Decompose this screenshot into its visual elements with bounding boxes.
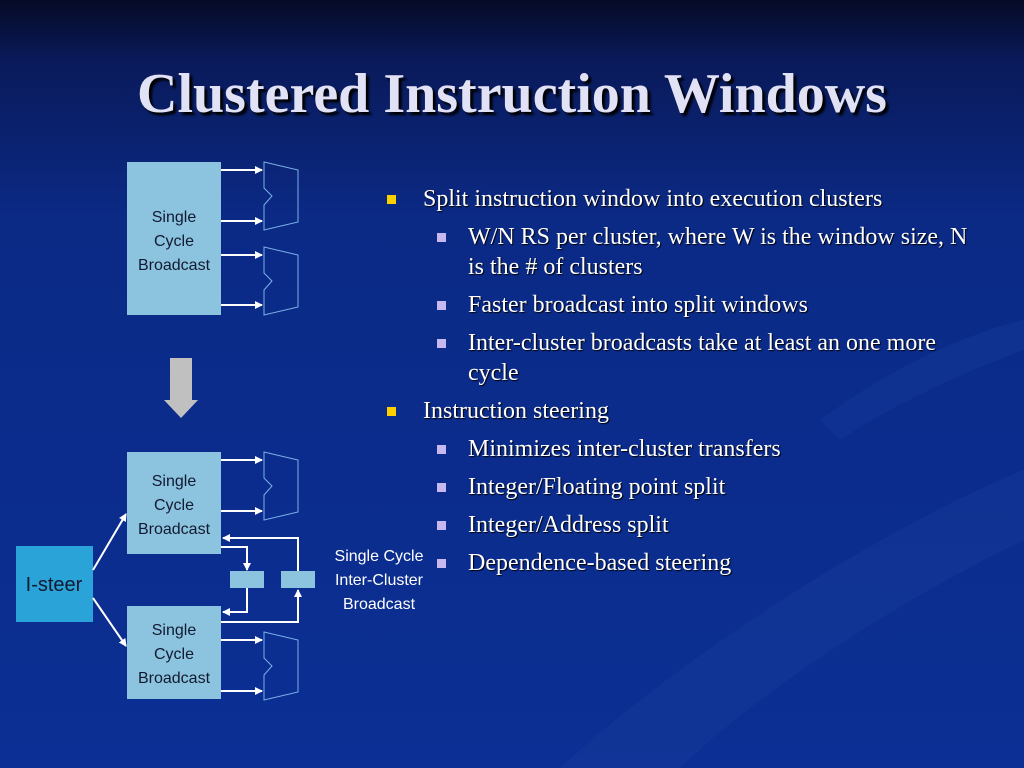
sub-bullet-item: Inter-cluster broadcasts take at least a…: [385, 328, 985, 388]
bullet-square-icon: [437, 521, 446, 530]
bullet-square-icon: [437, 339, 446, 348]
down-arrow-icon: [164, 358, 198, 418]
sub-bullet-item: W/N RS per cluster, where W is the windo…: [385, 222, 985, 282]
bullet-square-icon: [437, 559, 446, 568]
svg-text:Single: Single: [152, 209, 197, 226]
i-steer-box: I-steer: [16, 546, 93, 622]
sub-bullet-item: Minimizes inter-cluster transfers: [385, 434, 985, 464]
sub-bullet-item: Faster broadcast into split windows: [385, 290, 985, 320]
svg-text:Cycle: Cycle: [154, 646, 194, 663]
slide-title: Clustered Instruction Windows: [137, 63, 887, 125]
sub-bullet-item: Integer/Floating point split: [385, 472, 985, 502]
single-cycle-broadcast-box: Single Cycle Broadcast: [127, 162, 221, 315]
svg-text:Single Cycle: Single Cycle: [335, 548, 424, 565]
sub-bullet-item: Dependence-based steering: [385, 548, 985, 578]
bullet-item: Instruction steering: [385, 396, 985, 426]
svg-text:Single: Single: [152, 622, 197, 639]
alu-icon: [263, 161, 299, 316]
svg-text:Inter-Cluster: Inter-Cluster: [335, 572, 424, 589]
svg-text:Broadcast: Broadcast: [138, 257, 211, 274]
bullet-square-icon: [437, 483, 446, 492]
svg-text:Single: Single: [152, 473, 197, 490]
svg-text:Broadcast: Broadcast: [138, 521, 211, 538]
cluster-1-box: Single Cycle Broadcast: [127, 452, 221, 554]
pipeline-register: [230, 571, 264, 588]
alu-icon: [263, 451, 299, 701]
cluster-2-box: Single Cycle Broadcast: [127, 606, 221, 699]
bullet-square-icon: [437, 233, 446, 242]
bullet-square-icon: [387, 407, 396, 416]
pipeline-register: [281, 571, 315, 588]
bullet-square-icon: [437, 445, 446, 454]
bullet-square-icon: [387, 195, 396, 204]
svg-text:I-steer: I-steer: [26, 574, 83, 596]
inter-cluster-label: Single Cycle Inter-Cluster Broadcast: [335, 548, 424, 613]
bullet-square-icon: [437, 301, 446, 310]
bullet-item: Split instruction window into execution …: [385, 184, 985, 214]
bullet-list: Split instruction window into execution …: [385, 184, 985, 586]
sub-bullet-item: Integer/Address split: [385, 510, 985, 540]
svg-text:Broadcast: Broadcast: [138, 670, 211, 687]
svg-text:Broadcast: Broadcast: [343, 596, 416, 613]
svg-text:Cycle: Cycle: [154, 497, 194, 514]
svg-text:Cycle: Cycle: [154, 233, 194, 250]
